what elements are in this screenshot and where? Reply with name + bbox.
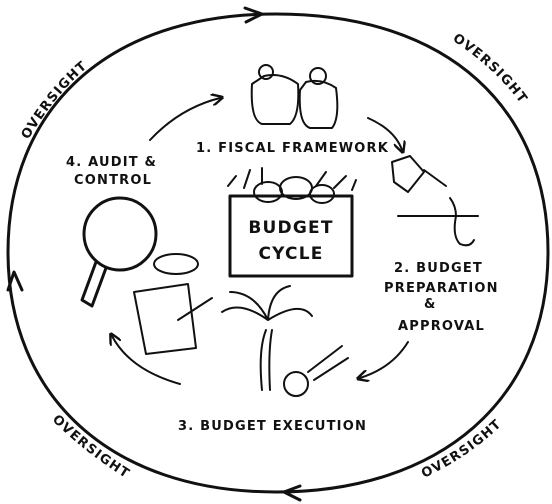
magnifier-icon [84, 198, 156, 270]
stage-3-label: 3. BUDGET EXECUTION [178, 419, 367, 434]
magnifier-scroll-icon [82, 198, 212, 354]
coin-icon [254, 182, 282, 202]
arrow-audit-to-fiscal [150, 98, 220, 140]
center-budget-box: BUDGET CYCLE [228, 168, 356, 276]
oversight-label-bottom-left: OVERSIGHT [49, 412, 132, 482]
fiscal-framework-sacks-icon [252, 65, 338, 128]
stage-1-label: 1. FISCAL FRAMEWORK [196, 141, 389, 156]
arrow-prep-to-execution [360, 342, 408, 378]
stage-2-label-line2: PREPARATION [384, 281, 499, 296]
center-title-line1: BUDGET [248, 218, 333, 238]
stage-2-label-line1: 2. BUDGET [394, 261, 483, 276]
oversight-label-bottom-right: OVERSIGHT [419, 417, 505, 482]
stage-4-label-line1: 4. AUDIT & [66, 155, 157, 170]
oversight-label-top-left: OVERSIGHT [19, 58, 91, 142]
coin-icon [310, 185, 334, 203]
palm-tree-icon [222, 286, 348, 396]
arrow-execution-to-audit [112, 336, 180, 384]
ball-icon [284, 372, 308, 396]
watering-can-seedling-icon [392, 156, 478, 245]
stage-4-label-line2: CONTROL [74, 173, 152, 188]
stage-2-label-line3: & [424, 297, 437, 312]
stage-2-label-line4: APPROVAL [398, 319, 485, 334]
center-title-line2: CYCLE [258, 244, 323, 264]
